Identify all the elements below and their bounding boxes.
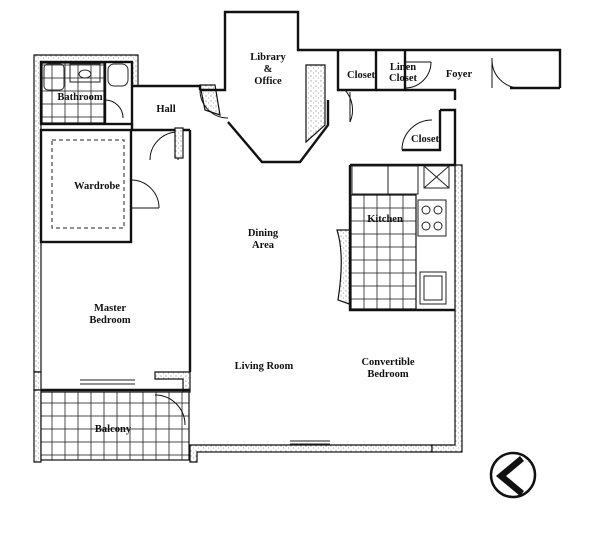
closet-doors bbox=[344, 61, 432, 123]
label-convertible-1: Convertible bbox=[361, 357, 414, 368]
label-living: Living Room bbox=[235, 361, 294, 372]
label-convertible-2: Bedroom bbox=[367, 369, 408, 380]
room-labels: Bathroom Hall Library & Office Closet Li… bbox=[57, 52, 472, 435]
label-hall: Hall bbox=[156, 104, 175, 115]
library-door bbox=[199, 89, 229, 119]
wardrobe-details bbox=[51, 139, 160, 229]
label-library-1: Library bbox=[250, 52, 286, 63]
closet-right-door bbox=[401, 119, 433, 151]
bathroom-fixtures bbox=[41, 62, 129, 124]
label-dining-1: Dining bbox=[248, 228, 279, 239]
label-library-2: & bbox=[264, 64, 273, 75]
label-balcony: Balcony bbox=[95, 424, 132, 435]
label-wardrobe: Wardrobe bbox=[74, 181, 120, 192]
label-closet-top: Closet bbox=[347, 70, 375, 81]
label-foyer: Foyer bbox=[446, 69, 473, 80]
label-dining-2: Area bbox=[252, 240, 275, 251]
exterior-walls bbox=[33, 54, 463, 463]
windows bbox=[80, 379, 410, 453]
walls bbox=[39, 10, 562, 392]
kitchen-fixtures bbox=[350, 165, 450, 310]
label-closet-right: Closet bbox=[411, 134, 439, 145]
foyer-door bbox=[491, 58, 521, 89]
label-kitchen: Kitchen bbox=[367, 214, 403, 225]
label-master-2: Bedroom bbox=[89, 315, 130, 326]
label-library-3: Office bbox=[254, 76, 282, 87]
balcony-area bbox=[40, 391, 190, 461]
north-arrow-icon bbox=[489, 451, 537, 499]
label-linen-1: Linen bbox=[390, 62, 416, 73]
hall-doors bbox=[149, 127, 184, 161]
label-linen-2: Closet bbox=[389, 73, 417, 84]
label-bathroom: Bathroom bbox=[57, 92, 103, 103]
label-master-1: Master bbox=[94, 303, 126, 314]
